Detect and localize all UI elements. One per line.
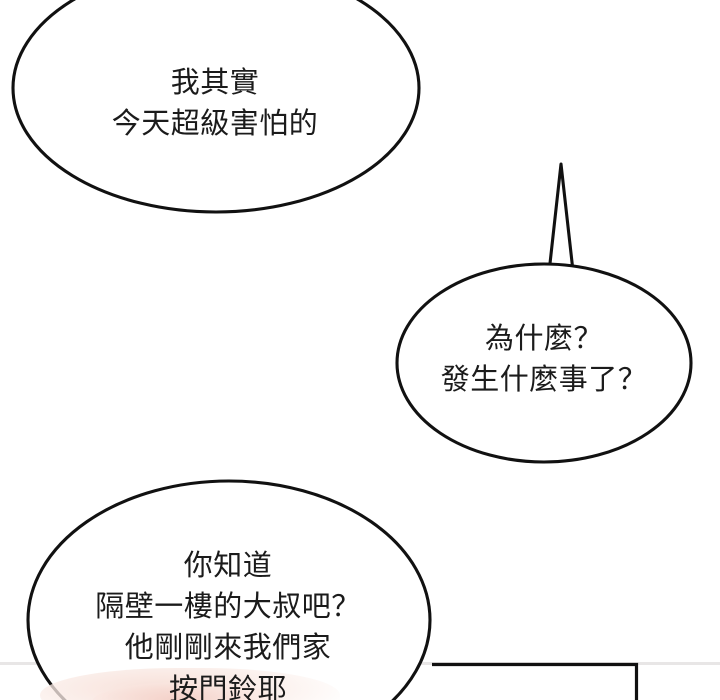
speech-bubble-3-text: 你知道 隔壁一樓的大叔吧？ 他剛剛來我們家 按門鈴耶	[95, 548, 361, 700]
speech-bubble-1-text: 我其實 今天超級害怕的	[111, 65, 319, 141]
speech-bubble-1	[11, 0, 421, 214]
speech-bubble-2	[395, 162, 693, 464]
speech-bubble-2-text: 為什麼？ 發生什麼事了？	[440, 321, 648, 397]
speech-bubble-3	[26, 479, 432, 700]
lower-panel-frame	[432, 662, 639, 700]
